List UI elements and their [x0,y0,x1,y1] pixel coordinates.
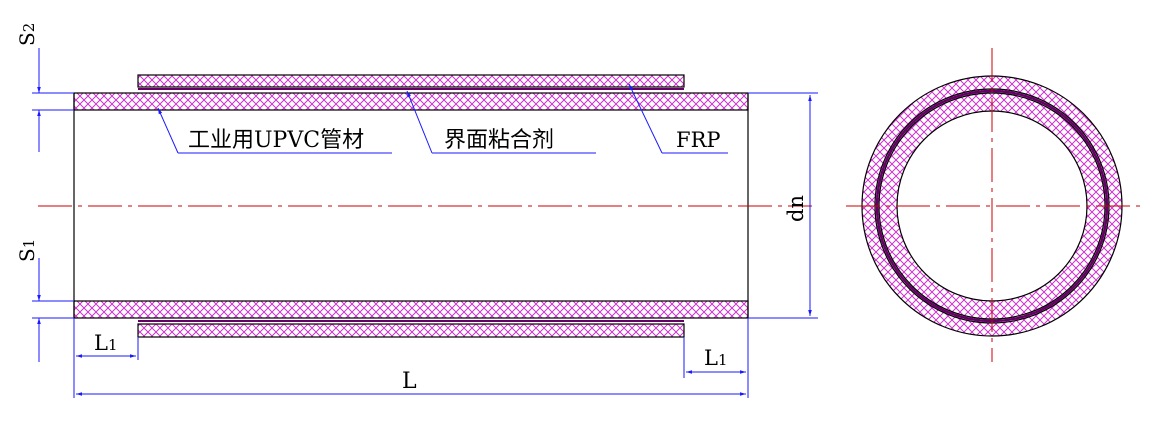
label-upvc: 工业用UPVC管材 [188,128,364,153]
label-adhesive: 界面粘合剂 [444,128,554,153]
frp-layer-top [137,74,685,88]
frp-layer-bottom [137,323,685,338]
dn-label: dn [784,195,808,222]
dimensions: S2 S1 dn L1 L1 L [15,23,818,398]
upvc-wall-bottom [73,300,749,319]
leaders: 工业用UPVC管材 界面粘合剂 FRP [157,83,728,154]
l1-right-label: L1 [704,346,728,370]
cross-section [846,48,1140,362]
label-frp: FRP [676,128,721,152]
longitudinal-section [38,74,812,338]
leader-frp [628,83,663,154]
l1-left-label: L1 [94,331,118,355]
s1-label: S1 [15,239,39,262]
l-label: L [402,369,417,394]
s2-label: S2 [15,23,39,46]
leader-adhesive [406,90,433,154]
leader-upvc [157,107,179,154]
